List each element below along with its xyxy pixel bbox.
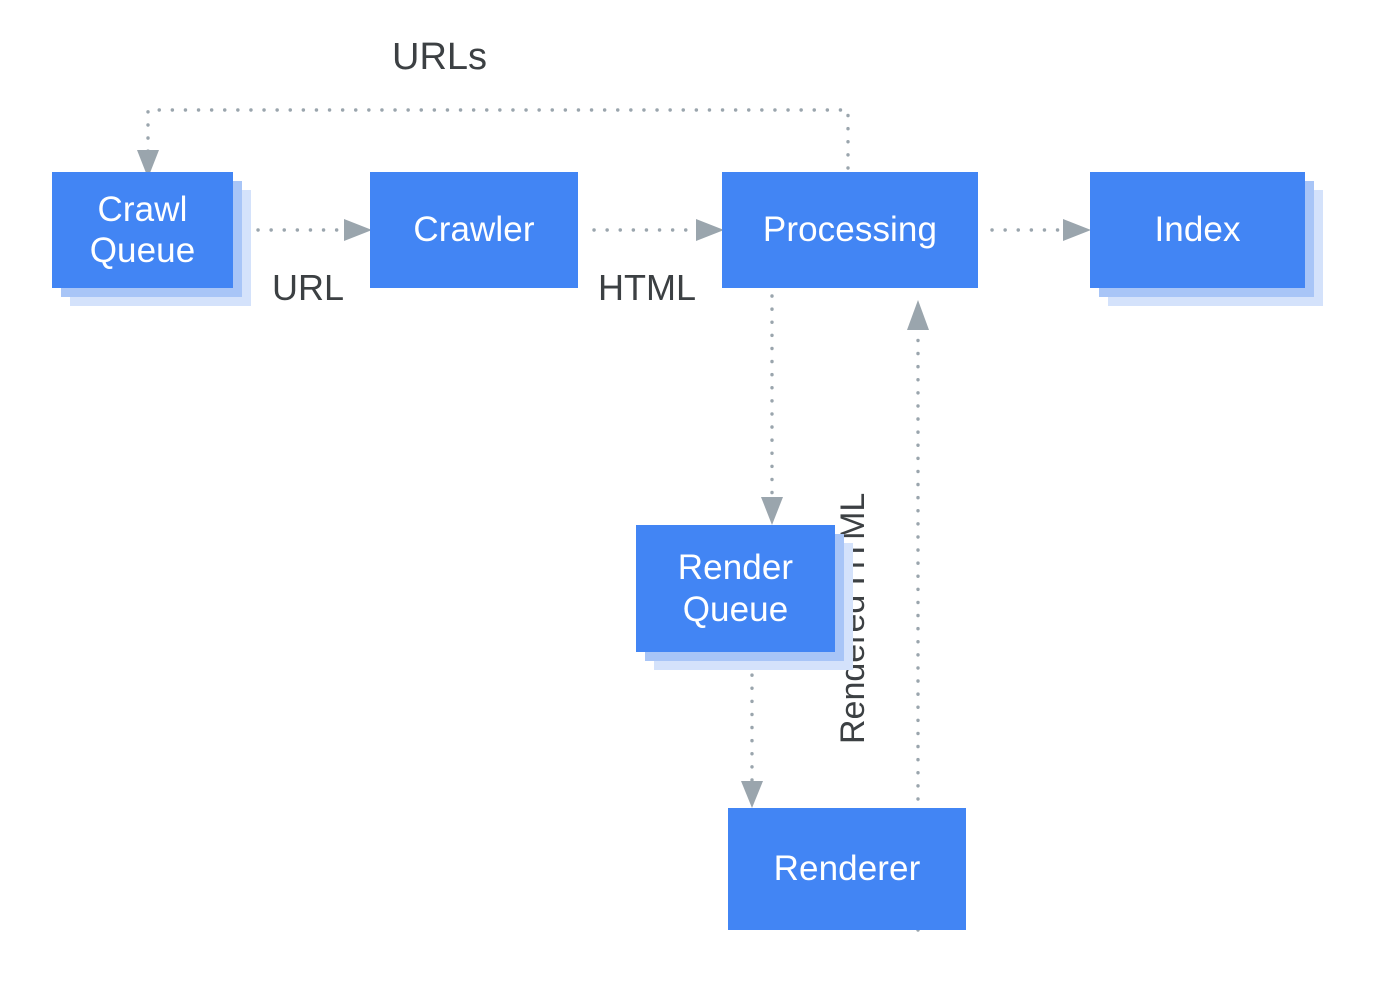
node-label-crawler: Crawler (413, 210, 535, 250)
node-face-render-queue: Render Queue (636, 525, 835, 652)
node-crawler[interactable]: Crawler (370, 172, 578, 288)
node-face-crawler: Crawler (370, 172, 578, 288)
node-label-renderer: Renderer (773, 849, 921, 889)
edge-processing-to-crawl-queue (137, 108, 850, 178)
node-face-renderer: Renderer (728, 808, 966, 930)
edge-processing-to-index (990, 219, 1091, 241)
node-face-crawl-queue: Crawl Queue (52, 172, 233, 288)
node-label-crawl-queue: Crawl Queue (89, 189, 196, 270)
edge-crawler-to-processing (592, 219, 724, 241)
node-processing[interactable]: Processing (722, 172, 978, 288)
node-face-processing: Processing (722, 172, 978, 288)
edge-label-url: URL (272, 267, 345, 308)
edge-label-urls: URLs (392, 36, 488, 78)
node-render-queue[interactable]: Render Queue (636, 525, 853, 670)
edge-crawl-queue-to-crawler (256, 219, 372, 241)
node-face-index: Index (1090, 172, 1305, 288)
node-crawl-queue[interactable]: Crawl Queue (52, 172, 251, 306)
node-label-processing: Processing (762, 210, 938, 250)
edge-label-html: HTML (598, 267, 696, 308)
node-label-index: Index (1154, 210, 1241, 250)
node-index[interactable]: Index (1090, 172, 1323, 306)
node-renderer[interactable]: Renderer (728, 808, 966, 930)
edge-processing-to-render-queue (761, 294, 783, 525)
node-label-render-queue: Render Queue (677, 548, 794, 629)
edge-render-queue-to-renderer (741, 660, 763, 808)
